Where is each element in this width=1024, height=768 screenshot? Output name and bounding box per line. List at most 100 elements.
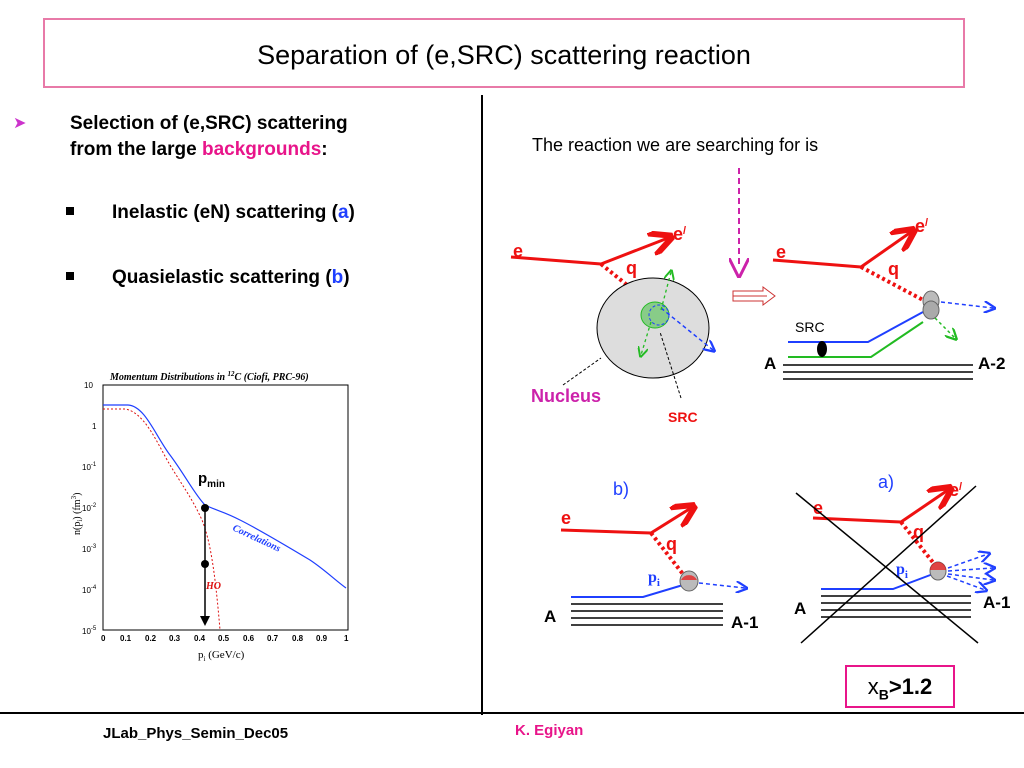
outgoing-electron (650, 508, 691, 535)
a-in-label: A (544, 607, 556, 626)
item2-suffix: ) (343, 267, 350, 288)
hadron-jet (947, 568, 993, 571)
pi-label: pi (648, 569, 660, 589)
e-out-label: e/ (915, 216, 928, 236)
item1-prefix: Inelastic (eN) scattering ( (112, 202, 338, 223)
item-inelastic: Inelastic (eN) scattering (a) (112, 202, 355, 224)
selection-line2: from the large backgrounds: (70, 137, 348, 163)
x-tick-label: 0 (101, 634, 106, 643)
src-label: SRC (668, 409, 698, 425)
blue-nucleon-line (821, 573, 934, 590)
struck-nucleon (679, 570, 699, 592)
src-label: SRC (795, 319, 825, 335)
y-axis-label: n(pi) (fm3) (70, 493, 84, 535)
xb-rest: >1.2 (888, 674, 933, 699)
q-label: q (626, 258, 637, 278)
x-tick-label: 0.3 (169, 634, 181, 643)
x-ticks: 0 0.1 0.2 0.3 0.4 0.5 0.6 0.7 0.8 0.9 1 (101, 634, 349, 643)
e-out-label: e/ (949, 480, 962, 500)
diagram-src-target: e e/ q SRC A A-2 (764, 216, 1005, 380)
outgoing-electron (900, 490, 948, 524)
pmin-arrowhead-icon (200, 616, 210, 626)
plot-title: Momentum Distributions in 12C (Ciofi, PR… (109, 370, 309, 383)
blue-nucleon-line (788, 311, 924, 343)
y-tick-label: 10-1 (82, 462, 97, 472)
recoil-nucleon (934, 317, 955, 338)
x-tick-label: 0.6 (243, 634, 255, 643)
x-axis-label: pi (GeV/c) (198, 649, 245, 663)
y-tick-label: 10-3 (82, 544, 97, 554)
struck-nucleon-mark (930, 562, 946, 570)
x-tick-label: 0.9 (316, 634, 328, 643)
blue-nucleon-line (571, 584, 684, 598)
a-out-label: A-1 (731, 613, 758, 632)
title-box: Separation of (e,SRC) scattering reactio… (43, 18, 965, 88)
square-bullet-icon (66, 207, 74, 215)
y-tick-label: 10-2 (82, 503, 97, 513)
incoming-electron (772, 258, 862, 269)
ho-label: HO (205, 581, 221, 592)
src-blob (817, 341, 827, 357)
struck-nucleon-mark (681, 575, 697, 580)
outgoing-electron (600, 238, 668, 266)
footer-divider (0, 712, 1024, 714)
xb-x: x (867, 674, 879, 699)
diagram-b-label: b) (613, 479, 629, 499)
selection-line2-suffix: : (321, 139, 328, 160)
reaction-diagrams: e e/ q Nucleus SRC e e/ q SRC A A-2 b) (510, 168, 1010, 644)
transition-arrow-icon (732, 286, 776, 306)
x-tick-label: 1 (344, 634, 349, 643)
src-pointer (659, 331, 682, 399)
item-quasielastic: Quasielastic scattering (b) (112, 267, 350, 289)
y-ticks: 10 1 10-1 10-2 10-3 10-4 10-5 (82, 381, 97, 636)
y-tick-label: 1 (92, 422, 97, 431)
cross-out-line (795, 492, 979, 644)
nucleon-lower (922, 300, 940, 320)
cross-out-line (800, 485, 977, 644)
q-label: q (913, 522, 924, 542)
knocked-nucleon (698, 583, 745, 588)
recoil-green-up (660, 272, 671, 311)
y-tick-label: 10-5 (82, 626, 97, 636)
footer-left-text: JLab_Phys_Semin_Dec05 (103, 725, 289, 742)
pmin-point-upper (201, 504, 209, 512)
a-in-label: A (794, 599, 806, 618)
pmin-label: pmin (198, 470, 225, 490)
a-out-label: A-1 (983, 593, 1010, 612)
selection-line2-prefix: from the large (70, 139, 202, 160)
e-out-label: e/ (673, 224, 686, 244)
x-tick-label: 0.2 (145, 634, 157, 643)
backgrounds-highlight: backgrounds (201, 139, 322, 160)
correlations-curve (103, 404, 347, 589)
x-tick-label: 0.5 (218, 634, 230, 643)
e-in-label: e (813, 498, 823, 518)
diagram-a-label: a) (878, 472, 894, 492)
a-in-label: A (764, 354, 776, 373)
xb-sub: B (878, 686, 889, 703)
selection-line1: Selection of (e,SRC) scattering (70, 113, 348, 134)
green-nucleon-line (788, 321, 924, 358)
reaction-text: The reaction we are searching for is (532, 135, 819, 155)
e-in-label: e (513, 241, 523, 261)
hadron-jet (947, 554, 988, 569)
footer-author: K. Egiyan (515, 722, 584, 739)
q-label: q (666, 534, 677, 554)
item2-prefix: Quasielastic scattering ( (112, 267, 332, 288)
a-out-label: A-2 (978, 354, 1005, 373)
plot-frame (102, 384, 349, 631)
incoming-electron (560, 528, 652, 535)
x-tick-label: 0.8 (292, 634, 304, 643)
selection-text: Selection of (e,SRC) scattering from the… (70, 111, 348, 163)
hadron-jet (947, 574, 993, 580)
x-tick-label: 0.1 (120, 634, 132, 643)
item1-suffix: ) (348, 202, 355, 223)
outgoing-electron (860, 232, 911, 269)
incoming-electron (510, 255, 602, 266)
x-tick-label: 0.4 (194, 634, 206, 643)
diagram-nucleus: e e/ q Nucleus SRC (510, 224, 713, 425)
diagram-inelastic: a) e e/ q pi A A-1 (794, 472, 1010, 644)
y-tick-label: 10 (84, 381, 93, 390)
item2-letter: b (331, 267, 344, 288)
slide-title: Separation of (e,SRC) scattering reactio… (257, 40, 751, 70)
q-label: q (888, 259, 899, 279)
